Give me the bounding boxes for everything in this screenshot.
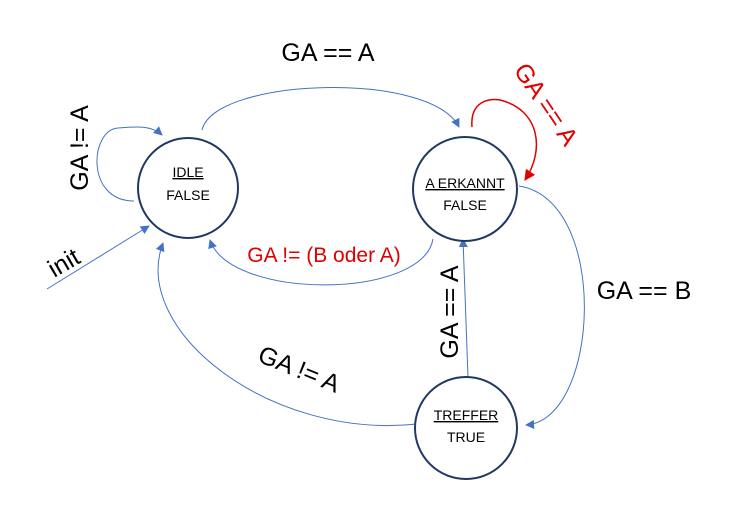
- label-a-erkannt-self: GA == A: [508, 58, 583, 151]
- label-a-erkannt-to-idle: GA != (B oder A): [247, 244, 401, 267]
- label-treffer-to-a-erkannt: GA == A: [436, 265, 464, 358]
- edge-a-erkannt-to-treffer: [518, 185, 585, 429]
- edge-idle-to-a-erkannt: [201, 87, 460, 131]
- state-treffer-circle: [414, 376, 518, 480]
- state-idle-name: IDLE: [172, 164, 203, 180]
- state-a-erkannt-name: A ERKANNT: [425, 175, 505, 191]
- edge-a-erkannt-to-idle: [208, 238, 434, 286]
- edge-a-erkannt-self: [471, 98, 538, 181]
- state-a-erkannt: A ERKANNT FALSE: [412, 136, 518, 242]
- state-idle: IDLE FALSE: [137, 137, 239, 239]
- label-idle-self: GA != A: [66, 105, 94, 191]
- state-treffer: TREFFER TRUE: [414, 376, 518, 480]
- state-treffer-output: TRUE: [447, 429, 485, 445]
- label-idle-to-a-erkannt: GA == A: [281, 39, 374, 67]
- label-a-erkannt-to-treffer: GA == B: [597, 277, 692, 305]
- edge-idle-self: [96, 126, 163, 202]
- state-a-erkannt-circle: [412, 136, 518, 242]
- edge-treffer-to-idle: [155, 242, 418, 426]
- state-treffer-name: TREFFER: [434, 407, 499, 423]
- state-idle-circle: [137, 137, 239, 239]
- label-init: init: [43, 243, 85, 283]
- label-treffer-to-idle: GA != A: [254, 341, 344, 399]
- state-idle-output: FALSE: [166, 187, 210, 203]
- edge-init: [46, 225, 150, 290]
- state-a-erkannt-output: FALSE: [443, 197, 487, 213]
- edge-treffer-to-a-erkannt: [458, 238, 469, 378]
